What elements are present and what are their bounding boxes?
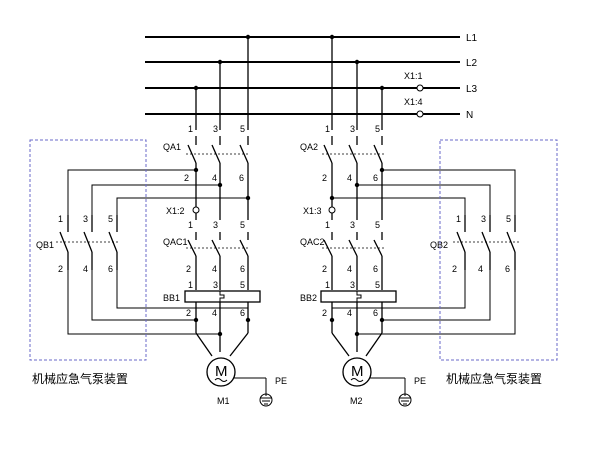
bypass-switch-qb1 — [56, 215, 120, 270]
terminal-label-x1-3: X1:3 — [303, 206, 322, 216]
terminal-label-x1-1: X1:1 — [404, 71, 423, 81]
terminal-x1-4 — [416, 110, 424, 118]
device-caption-left: 机械应急气泵装置 — [32, 371, 128, 386]
svg-text:3: 3 — [350, 280, 355, 290]
svg-text:3: 3 — [481, 214, 486, 224]
svg-text:6: 6 — [373, 173, 378, 183]
overload-relay-bb1 — [184, 290, 261, 303]
svg-text:2: 2 — [184, 173, 189, 183]
motor-m2 — [342, 357, 372, 387]
svg-text:3: 3 — [350, 220, 355, 230]
overload-relay-bb2 — [320, 290, 397, 303]
svg-text:1: 1 — [456, 214, 461, 224]
bus-label-l2: L2 — [466, 58, 478, 69]
svg-text:1: 1 — [188, 280, 193, 290]
right-circuit: 1 3 5 QA2 2 4 6 X1:3 1 3 5 QAC2 2 — [300, 34, 558, 407]
svg-text:5: 5 — [108, 214, 113, 224]
svg-text:4: 4 — [212, 264, 217, 274]
bus-label-l1: L1 — [466, 33, 478, 44]
svg-text:2: 2 — [58, 264, 63, 274]
svg-text:2: 2 — [186, 308, 191, 318]
terminal-x1-3 — [328, 206, 336, 214]
svg-text:3: 3 — [213, 124, 218, 134]
relay-label-bb2: BB2 — [300, 293, 317, 303]
svg-text:5: 5 — [375, 220, 380, 230]
svg-text:5: 5 — [375, 280, 380, 290]
svg-text:1: 1 — [188, 220, 193, 230]
ground-icon — [398, 393, 412, 407]
svg-text:5: 5 — [375, 124, 380, 134]
contactor-qac1 — [186, 232, 250, 265]
motor-m2-symbol: M — [351, 363, 364, 380]
svg-text:5: 5 — [240, 220, 245, 230]
emergency-pump-box-left — [29, 139, 147, 361]
svg-text:2: 2 — [186, 264, 191, 274]
svg-text:4: 4 — [212, 173, 217, 183]
left-circuit: 1 3 5 QA1 2 4 6 X1:2 1 3 5 QAC1 — [29, 34, 287, 407]
breaker-qa1 — [186, 136, 250, 172]
svg-text:6: 6 — [505, 264, 510, 274]
svg-text:2: 2 — [452, 264, 457, 274]
svg-text:6: 6 — [240, 264, 245, 274]
svg-text:4: 4 — [83, 264, 88, 274]
switch-label-qb1: QB1 — [36, 240, 54, 250]
svg-text:4: 4 — [347, 264, 352, 274]
power-buses: L1 L2 L3 N X1:1 X1:4 — [145, 33, 478, 121]
breaker-label-qa2: QA2 — [300, 142, 318, 152]
svg-text:5: 5 — [240, 280, 245, 290]
ground-icon — [259, 393, 273, 407]
terminal-x1-2 — [192, 206, 200, 214]
svg-text:1: 1 — [325, 280, 330, 290]
bypass-switch-qb2 — [453, 215, 519, 270]
svg-text:4: 4 — [212, 308, 217, 318]
svg-text:5: 5 — [506, 214, 511, 224]
svg-text:6: 6 — [108, 264, 113, 274]
svg-text:1: 1 — [58, 214, 63, 224]
svg-text:3: 3 — [350, 124, 355, 134]
svg-text:2: 2 — [322, 308, 327, 318]
terminal-label-x1-4: X1:4 — [404, 97, 423, 107]
svg-text:1: 1 — [325, 220, 330, 230]
device-caption-right: 机械应急气泵装置 — [446, 371, 542, 386]
svg-text:6: 6 — [373, 308, 378, 318]
bus-label-l3: L3 — [466, 84, 478, 95]
bus-label-n: N — [466, 110, 473, 121]
svg-text:4: 4 — [347, 308, 352, 318]
svg-text:6: 6 — [239, 173, 244, 183]
relay-label-bb1: BB1 — [163, 293, 180, 303]
svg-text:3: 3 — [213, 220, 218, 230]
terminal-label-x1-2: X1:2 — [166, 206, 185, 216]
contactor-label-qac1: QAC1 — [163, 237, 188, 247]
svg-text:2: 2 — [322, 264, 327, 274]
svg-text:2: 2 — [322, 173, 327, 183]
motor-m1-symbol: M — [215, 363, 228, 380]
svg-text:1: 1 — [188, 124, 193, 134]
terminal-x1-1 — [416, 84, 424, 92]
breaker-qa2 — [322, 136, 386, 172]
motor-label-m2: M2 — [350, 396, 363, 406]
switch-label-qb2: QB2 — [430, 240, 448, 250]
motor-m1 — [206, 357, 236, 387]
svg-text:4: 4 — [478, 264, 483, 274]
svg-text:5: 5 — [240, 124, 245, 134]
pe-label-right: PE — [414, 376, 426, 386]
svg-text:3: 3 — [83, 214, 88, 224]
svg-text:4: 4 — [347, 173, 352, 183]
contactor-qac2 — [322, 232, 386, 265]
svg-text:1: 1 — [325, 124, 330, 134]
pe-label-left: PE — [275, 376, 287, 386]
svg-text:6: 6 — [240, 308, 245, 318]
emergency-pump-box-right — [439, 139, 558, 361]
contactor-label-qac2: QAC2 — [300, 237, 325, 247]
svg-text:6: 6 — [373, 264, 378, 274]
breaker-label-qa1: QA1 — [163, 142, 181, 152]
motor-label-m1: M1 — [217, 396, 230, 406]
svg-text:3: 3 — [213, 280, 218, 290]
